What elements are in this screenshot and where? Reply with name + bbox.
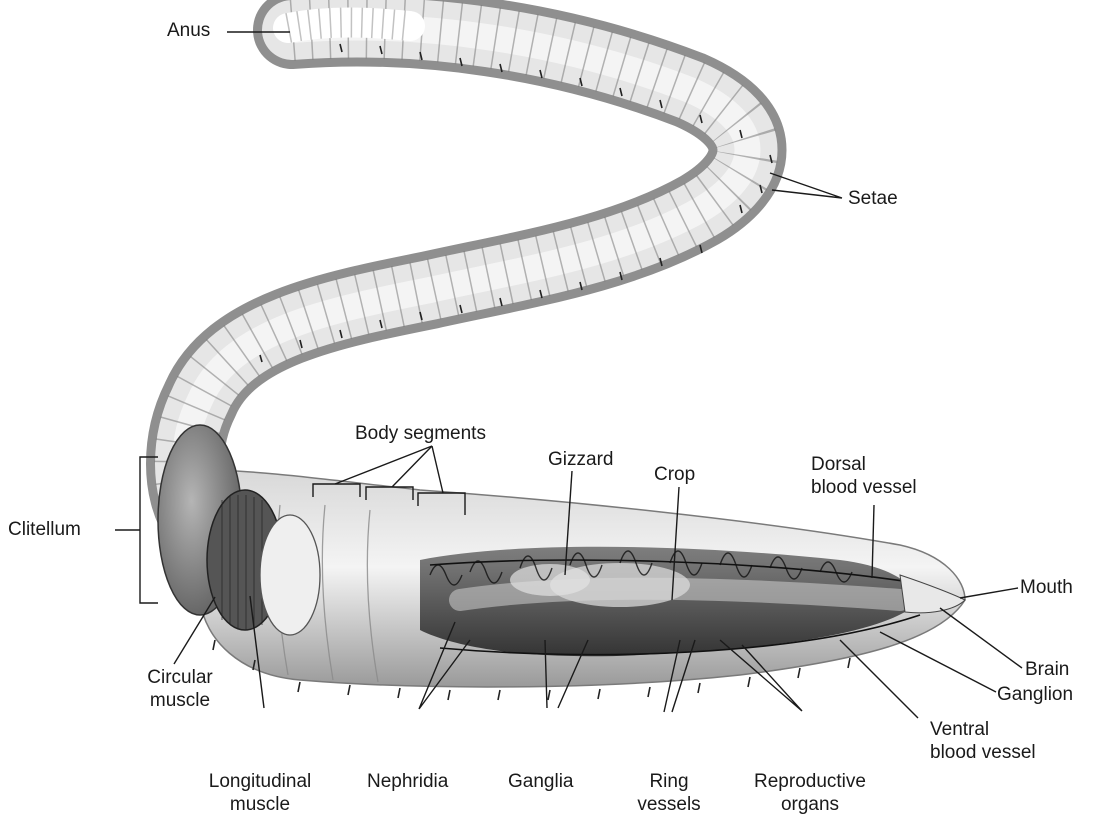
label-ring-line2: vessels — [634, 793, 704, 816]
label-dorsal-blood-vessel: Dorsal blood vessel — [811, 453, 917, 499]
label-anus: Anus — [167, 19, 210, 42]
label-setae: Setae — [848, 187, 898, 210]
label-ventral-line1: Ventral — [930, 718, 1036, 741]
label-gizzard: Gizzard — [548, 448, 613, 471]
label-ganglia: Ganglia — [508, 770, 574, 793]
clitellum-shape — [158, 425, 320, 635]
label-ring-vessels: Ring vessels — [634, 770, 704, 816]
label-crop: Crop — [654, 463, 695, 486]
label-nephridia: Nephridia — [367, 770, 448, 793]
label-ventral-blood-vessel: Ventral blood vessel — [930, 718, 1036, 764]
label-reproductive-line1: Reproductive — [745, 770, 875, 793]
label-ganglion: Ganglion — [997, 683, 1073, 706]
label-reproductive-line2: organs — [745, 793, 875, 816]
label-clitellum: Clitellum — [8, 518, 81, 541]
label-longitudinal-line1: Longitudinal — [200, 770, 320, 793]
label-ventral-line2: blood vessel — [930, 741, 1036, 764]
label-longitudinal-muscle: Longitudinal muscle — [200, 770, 320, 816]
label-reproductive-organs: Reproductive organs — [745, 770, 875, 816]
label-dorsal-line1: Dorsal — [811, 453, 917, 476]
label-circular-muscle: Circular muscle — [140, 666, 220, 712]
label-circular-line1: Circular — [140, 666, 220, 689]
label-circular-line2: muscle — [140, 689, 220, 712]
label-longitudinal-line2: muscle — [200, 793, 320, 816]
label-mouth: Mouth — [1020, 576, 1073, 599]
worm-body — [185, 23, 748, 521]
label-body-segments: Body segments — [355, 422, 486, 445]
label-brain: Brain — [1025, 658, 1069, 681]
label-dorsal-line2: blood vessel — [811, 476, 917, 499]
label-ring-line1: Ring — [634, 770, 704, 793]
